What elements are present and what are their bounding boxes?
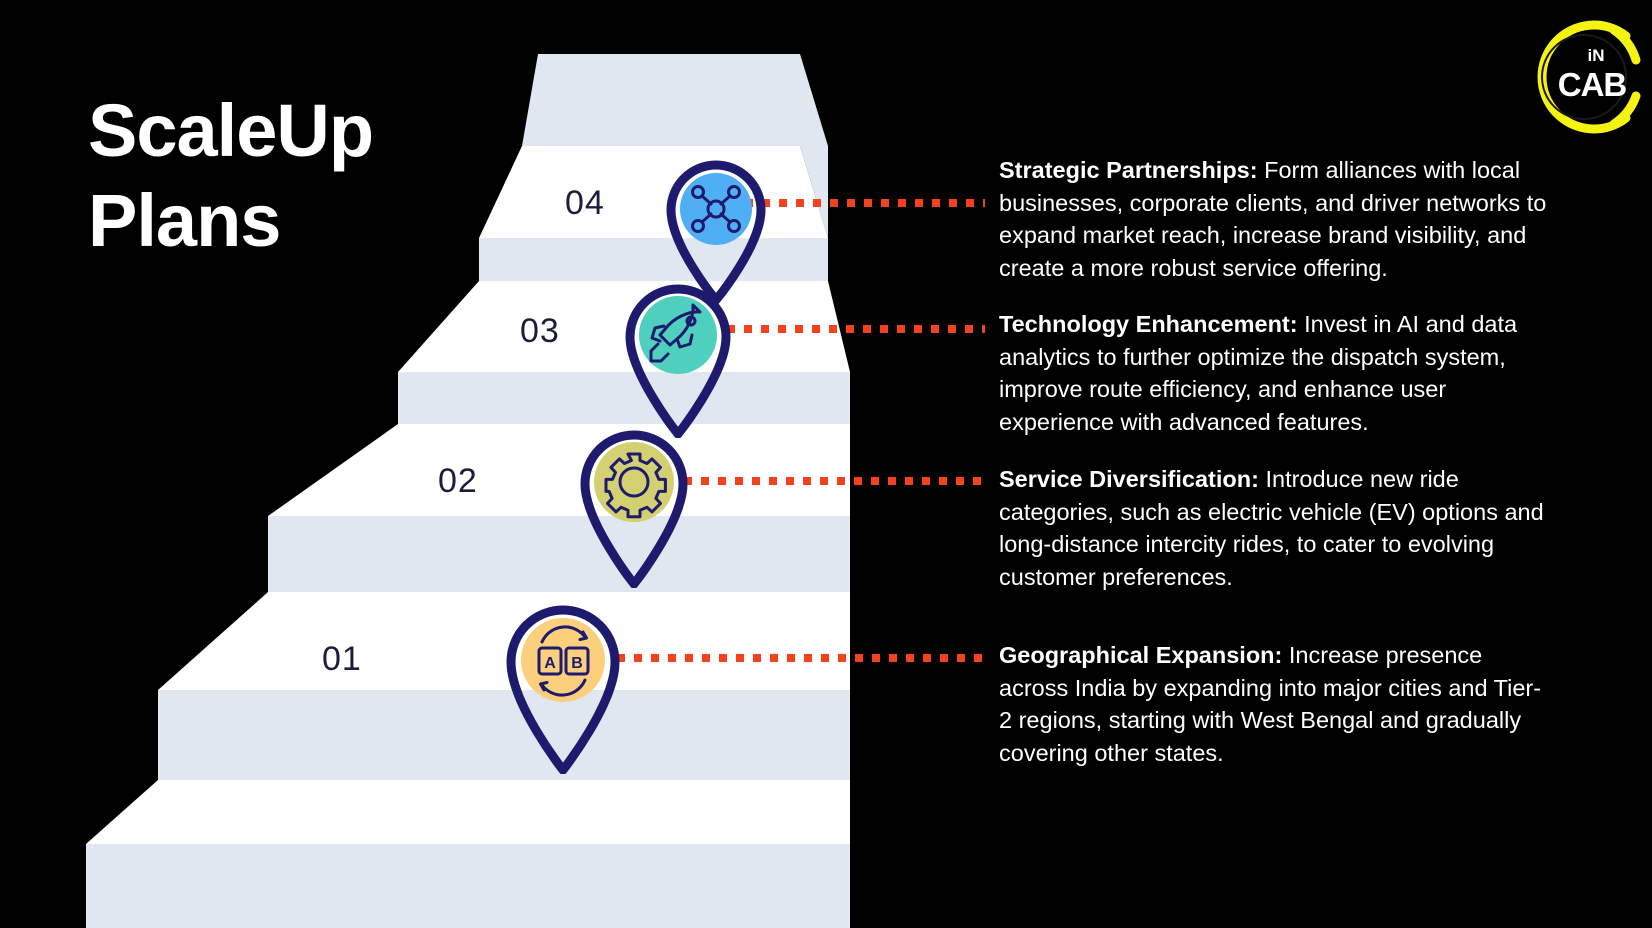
ab-swap-icon: A B	[537, 625, 590, 697]
step-tread-02	[268, 516, 850, 592]
description-heading-04: Strategic Partnerships:	[999, 157, 1258, 183]
connector-line-03	[727, 325, 985, 333]
rocket-icon	[649, 303, 702, 363]
step-tread-03	[398, 372, 850, 424]
description-body-03: Invest in AI and data analytics to furth…	[999, 311, 1518, 435]
step-number-01: 01	[322, 640, 362, 678]
description-heading-02: Service Diversification:	[999, 466, 1259, 492]
description-body-04: Form alliances with local businesses, co…	[999, 157, 1547, 281]
step-riser-04	[479, 146, 828, 238]
page-title-line1: ScaleUp	[88, 89, 374, 172]
connector-line-01	[617, 654, 985, 662]
svg-text:A: A	[544, 655, 556, 672]
description-heading-01: Geographical Expansion:	[999, 642, 1283, 668]
page-title-line2: Plans	[88, 179, 281, 263]
description-heading-03: Technology Enhancement:	[999, 311, 1298, 337]
description-block-04: Strategic Partnerships: Form alliances w…	[999, 154, 1547, 284]
incab-logo: iN CAB	[1518, 14, 1644, 140]
description-block-02: Service Diversification: Introduce new r…	[999, 463, 1547, 593]
step-number-04: 04	[565, 184, 605, 222]
svg-text:B: B	[571, 655, 583, 672]
pin-circle-03	[639, 296, 717, 374]
step-number-03: 03	[520, 312, 560, 350]
step-riser-03	[398, 281, 850, 372]
incab-logo-mark: iN CAB	[1537, 20, 1641, 134]
svg-text:iN: iN	[1588, 46, 1605, 65]
connector-line-02	[684, 477, 984, 485]
step-side-shade-04	[800, 54, 828, 238]
pin-outline-03	[625, 284, 731, 438]
pin-outline-02	[580, 430, 688, 588]
description-block-03: Technology Enhancement: Invest in AI and…	[999, 308, 1547, 438]
gear-icon	[604, 452, 667, 519]
description-body-02: Introduce new ride categories, such as e…	[999, 466, 1544, 590]
step-top-tread-05	[522, 54, 800, 146]
page-title: ScaleUp Plans	[88, 86, 518, 267]
step-number-02: 02	[438, 462, 478, 500]
step-riser-base	[86, 780, 850, 844]
step-riser-02	[268, 424, 850, 516]
step-riser-01	[158, 592, 850, 690]
connector-line-04	[745, 199, 985, 207]
step-tread-01	[158, 690, 850, 780]
description-block-01: Geographical Expansion: Increase presenc…	[999, 639, 1547, 769]
step-tread-base	[86, 844, 850, 928]
pin-outline-04	[666, 160, 766, 304]
pin-circle-01	[521, 618, 605, 702]
description-body-01: Increase presence across India by expand…	[999, 642, 1542, 766]
network-hub-icon	[691, 185, 741, 233]
pin-outline-01	[506, 605, 620, 774]
svg-text:CAB: CAB	[1558, 66, 1627, 103]
